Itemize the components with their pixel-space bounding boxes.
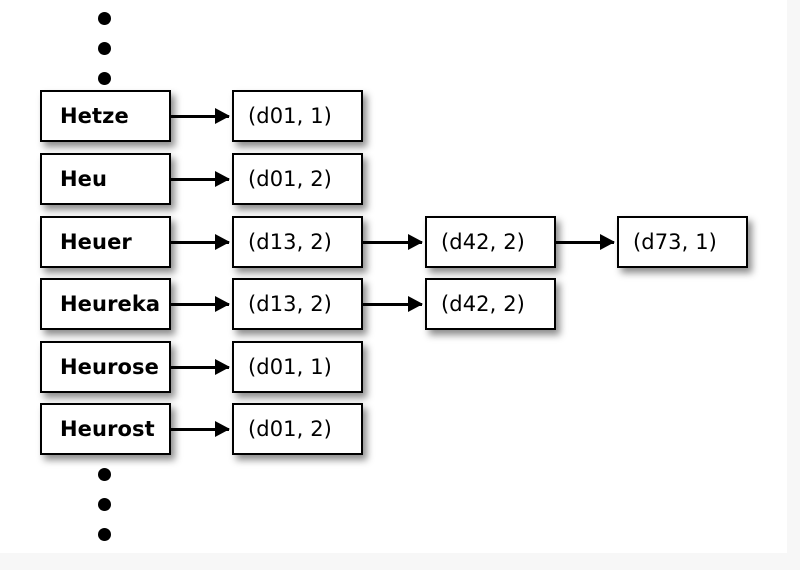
term-node[interactable]: Heureka bbox=[40, 278, 171, 330]
posting-node[interactable]: (d13, 2) bbox=[232, 216, 363, 268]
posting-node[interactable]: (d01, 1) bbox=[232, 341, 363, 393]
posting-node[interactable]: (d42, 2) bbox=[425, 216, 556, 268]
term-label: Hetze bbox=[60, 103, 129, 128]
posting-node[interactable]: (d01, 1) bbox=[232, 90, 363, 142]
posting-node[interactable]: (d01, 2) bbox=[232, 403, 363, 455]
term-node[interactable]: Heurose bbox=[40, 341, 171, 393]
posting-label: (d42, 2) bbox=[441, 291, 525, 316]
arrow-heureka-to-posting bbox=[171, 303, 229, 306]
term-node[interactable]: Hetze bbox=[40, 90, 171, 142]
posting-label: (d42, 2) bbox=[441, 229, 525, 254]
term-label: Heurose bbox=[60, 354, 159, 379]
term-node[interactable]: Heurost bbox=[40, 403, 171, 455]
ellipsis-dot bbox=[98, 528, 111, 541]
posting-label: (d73, 1) bbox=[633, 229, 717, 254]
term-label: Heurost bbox=[60, 416, 155, 441]
arrow-hetze-to-posting bbox=[171, 115, 229, 118]
arrow-posting-to-posting-lower bbox=[363, 303, 422, 306]
ellipsis-dot bbox=[98, 12, 111, 25]
posting-node[interactable]: (d73, 1) bbox=[617, 216, 748, 268]
posting-label: (d13, 2) bbox=[248, 229, 332, 254]
term-node[interactable]: Heu bbox=[40, 153, 171, 205]
posting-label: (d01, 2) bbox=[248, 166, 332, 191]
term-label: Heuer bbox=[60, 229, 132, 254]
posting-node[interactable]: (d01, 2) bbox=[232, 153, 363, 205]
ellipsis-dot bbox=[98, 498, 111, 511]
posting-label: (d13, 2) bbox=[248, 291, 332, 316]
ellipsis-dot bbox=[98, 468, 111, 481]
posting-label: (d01, 2) bbox=[248, 416, 332, 441]
posting-label: (d01, 1) bbox=[248, 354, 332, 379]
arrow-posting-to-posting-tail bbox=[556, 241, 614, 244]
arrow-heurost-to-posting bbox=[171, 428, 229, 431]
arrow-heu-to-posting bbox=[171, 178, 229, 181]
term-label: Heureka bbox=[60, 291, 161, 316]
ellipsis-dot bbox=[98, 72, 111, 85]
posting-node[interactable]: (d13, 2) bbox=[232, 278, 363, 330]
posting-node[interactable]: (d42, 2) bbox=[425, 278, 556, 330]
ellipsis-dot bbox=[98, 42, 111, 55]
diagram-canvas: Hetze Heu Heuer Heureka Heurose Heurost … bbox=[0, 0, 787, 553]
term-node[interactable]: Heuer bbox=[40, 216, 171, 268]
arrow-heuer-to-posting bbox=[171, 241, 229, 244]
posting-label: (d01, 1) bbox=[248, 103, 332, 128]
arrow-heurose-to-posting bbox=[171, 366, 229, 369]
term-label: Heu bbox=[60, 166, 108, 191]
ellipsis-bottom bbox=[98, 468, 111, 541]
ellipsis-top bbox=[98, 12, 111, 85]
arrow-posting-to-posting-upper bbox=[363, 241, 422, 244]
